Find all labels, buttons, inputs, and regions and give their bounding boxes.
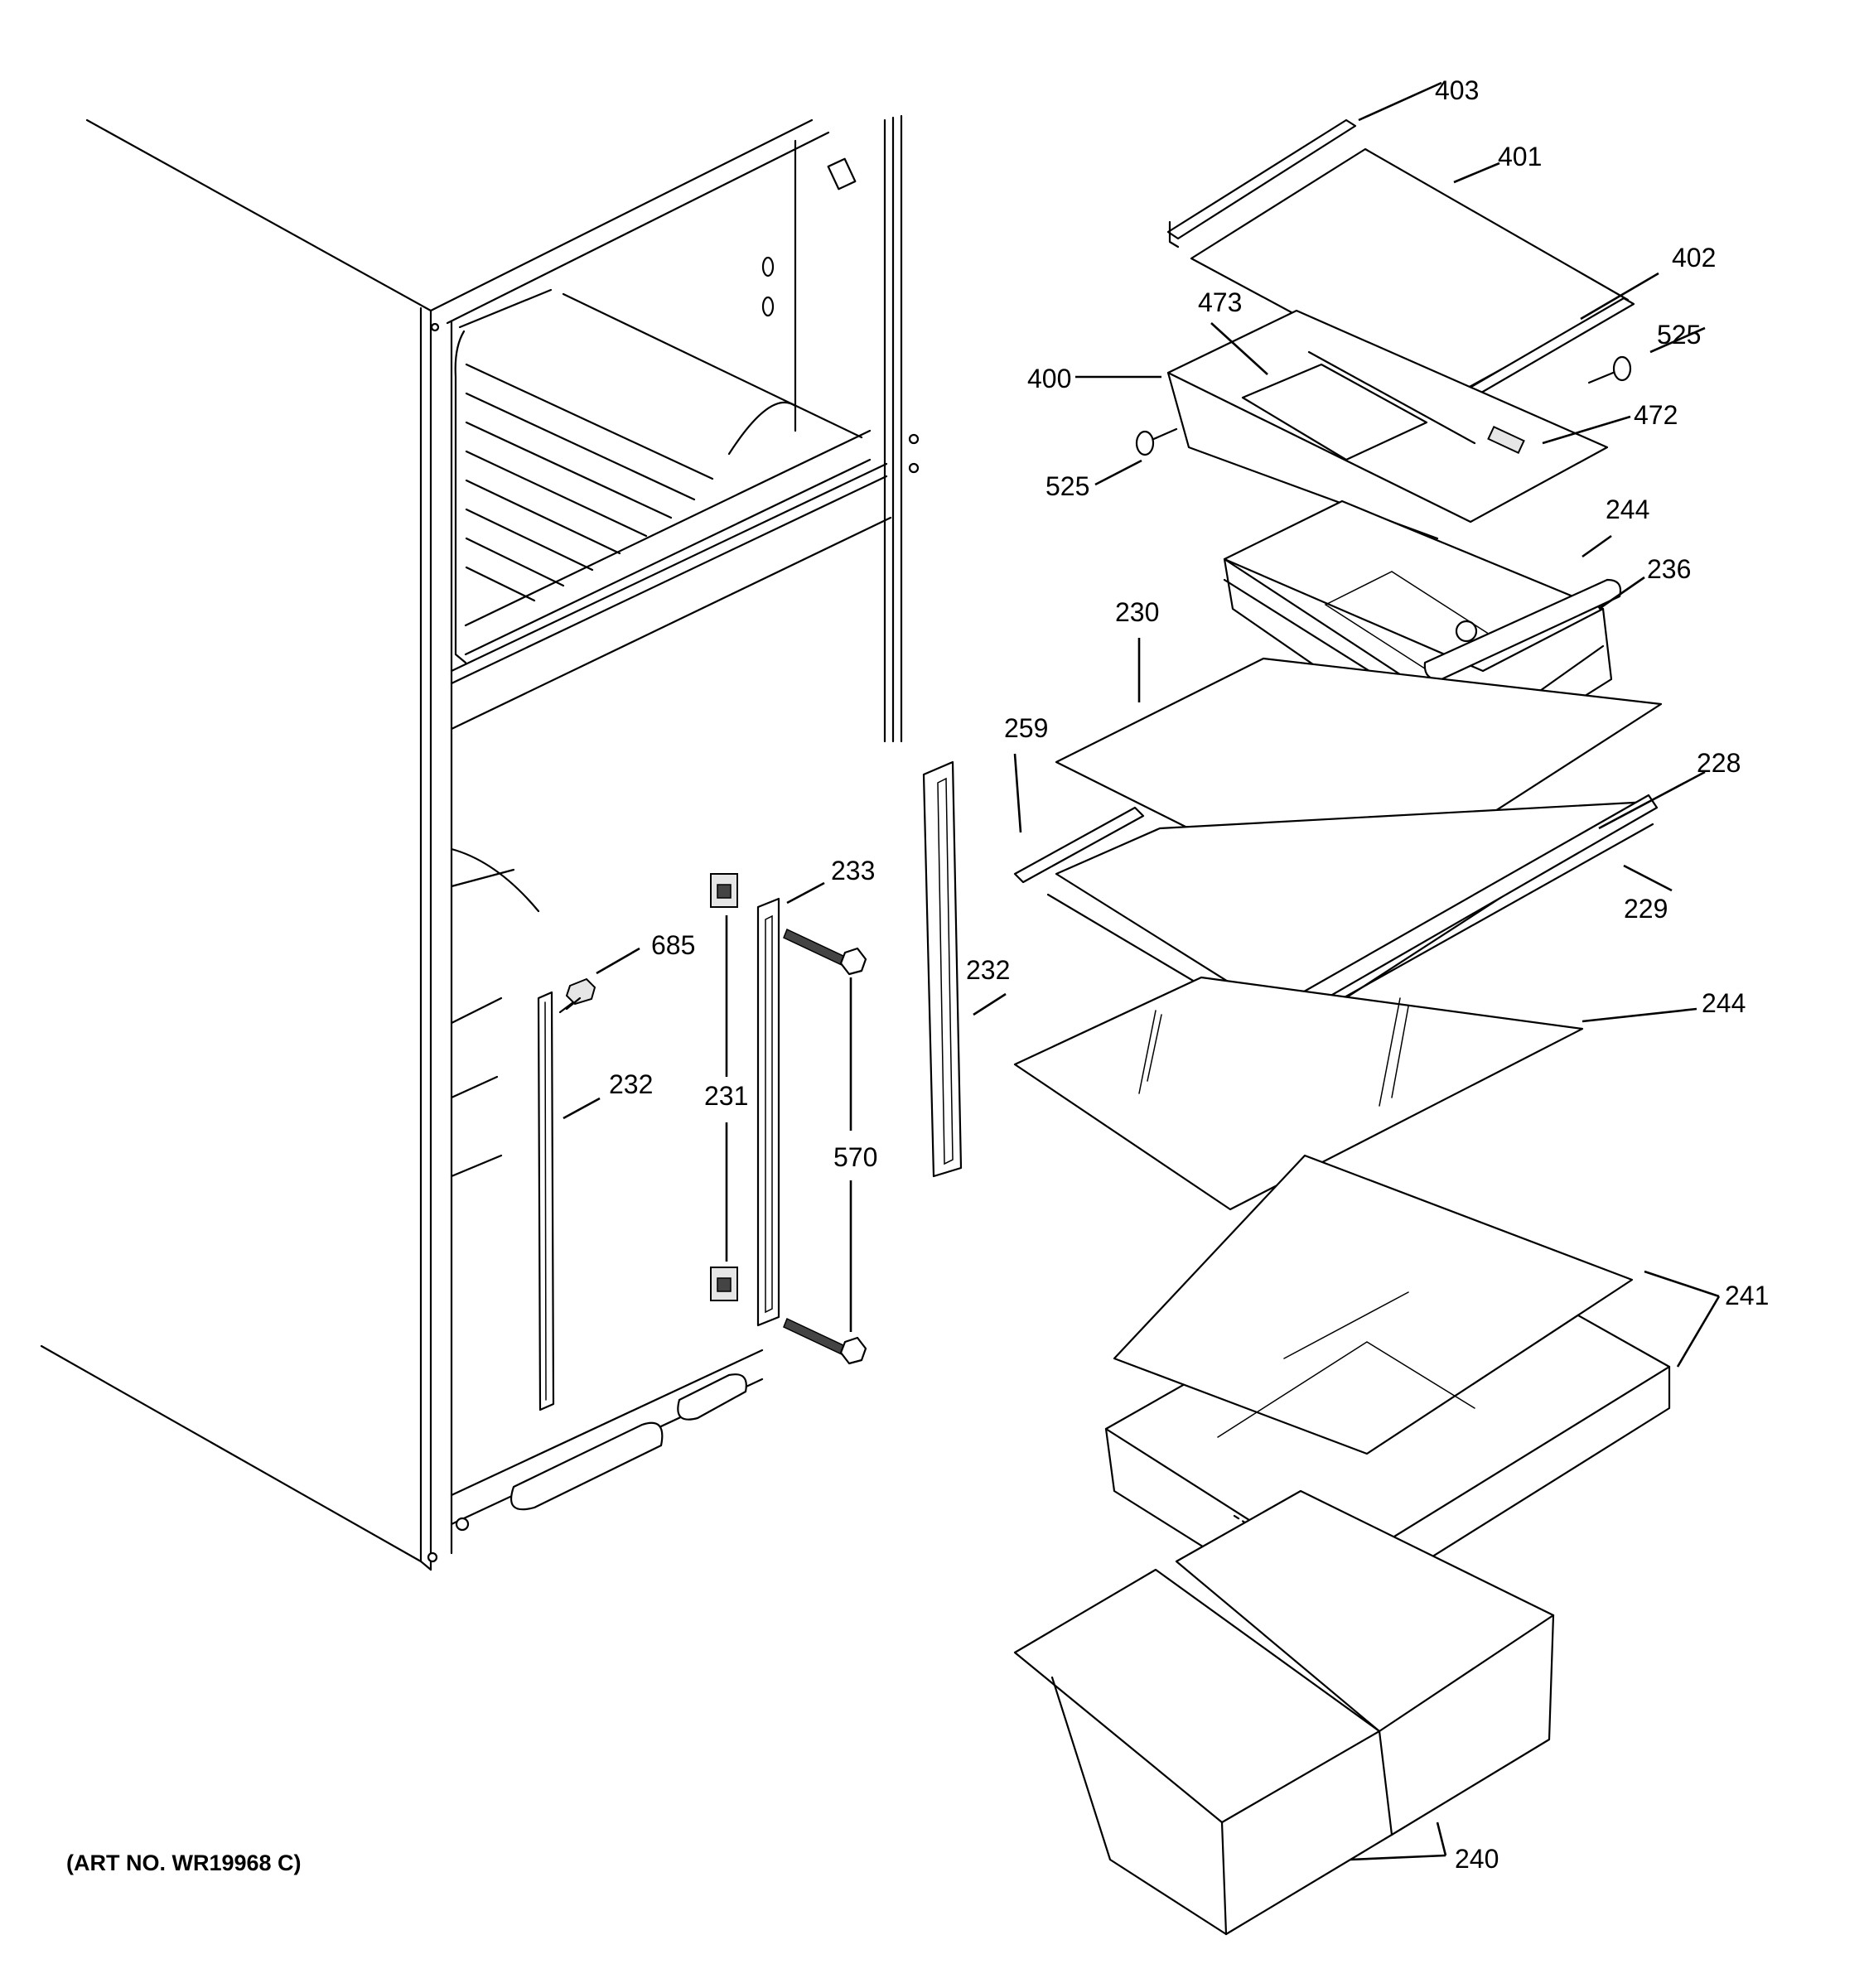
callout-232-right: 232 [966,955,1010,985]
callout-229: 229 [1624,894,1668,924]
callout-401: 401 [1498,142,1542,171]
callout-228: 228 [1697,748,1741,778]
shelf-frame-trim-403 [1166,118,1357,248]
rail-assembly-231 [710,873,780,1327]
screw-570-top [783,928,867,976]
callout-570: 570 [833,1142,877,1172]
callout-400: 400 [1027,364,1071,393]
callout-232-left: 232 [609,1069,653,1099]
callout-402: 402 [1672,243,1716,273]
screw-570-bottom [783,1317,867,1365]
leader-lines [563,81,1721,1861]
pan-cover-244-top [1423,578,1622,681]
shelf-rail-left-232 [537,991,555,1411]
callout-241: 241 [1725,1281,1769,1310]
crisper-drawer-240-right [1175,1489,1555,1836]
shelf-screw-525-left [1135,427,1178,456]
callout-685: 685 [651,930,695,960]
callout-236: 236 [1647,554,1691,584]
screw-685 [558,977,596,1014]
callout-525-left: 525 [1045,471,1089,501]
callout-240: 240 [1455,1844,1499,1874]
callout-473: 473 [1198,287,1242,317]
callout-259: 259 [1004,713,1048,743]
shelf-glass-244-bottom [1013,976,1584,1211]
shelf-screw-525-right [1587,355,1632,384]
refrigerator-cabinet [40,114,920,1571]
callout-230: 230 [1115,597,1159,627]
callout-244-bottom: 244 [1702,988,1746,1018]
shelf-rail-473 [1241,363,1428,461]
shelf-slide-472 [1487,425,1525,455]
callout-403: 403 [1435,75,1479,105]
callout-472: 472 [1634,400,1678,430]
callout-525-right: 525 [1657,320,1701,350]
callout-231: 231 [704,1081,748,1111]
shelf-rail-right-232 [922,760,963,1178]
callout-244-top: 244 [1606,495,1649,524]
shelf-trim-259 [1013,806,1145,884]
callout-233: 233 [831,856,875,885]
art-number: (ART NO. WR19968 C) [66,1850,302,1875]
